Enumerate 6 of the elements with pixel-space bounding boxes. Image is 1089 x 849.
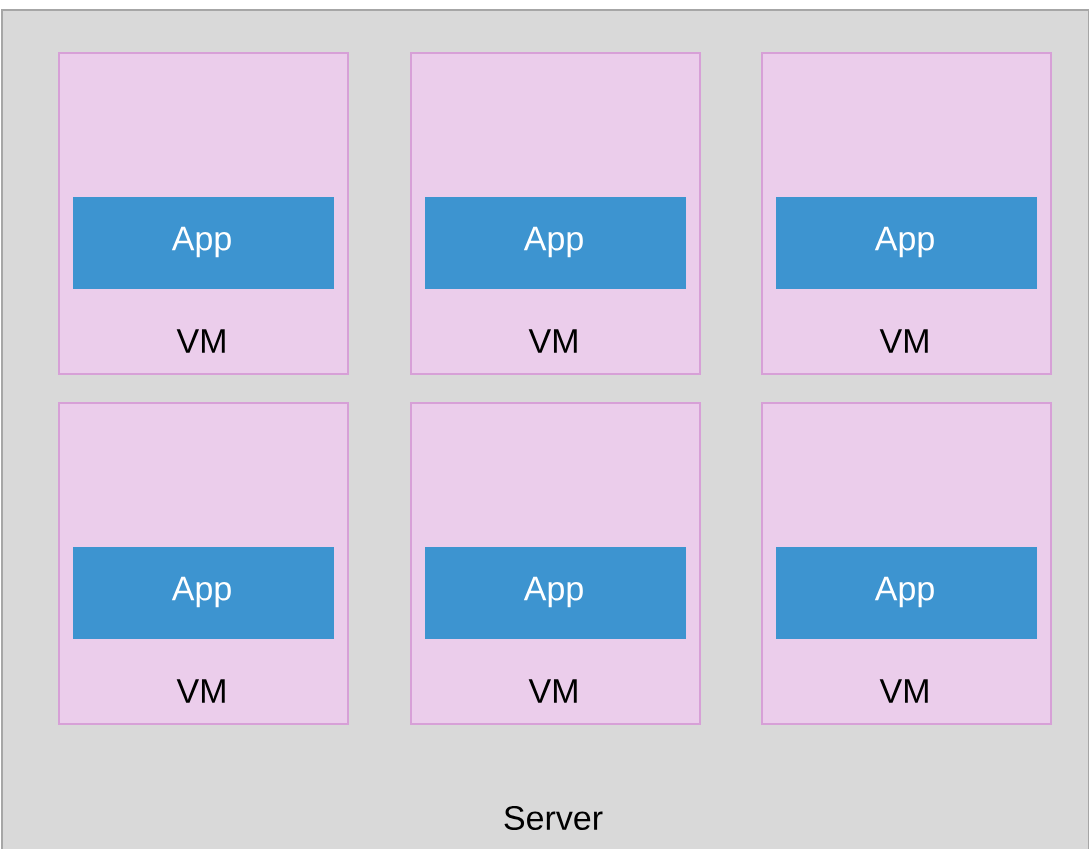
app-box: App: [776, 547, 1037, 639]
app-box: App: [776, 197, 1037, 289]
app-box: App: [425, 547, 686, 639]
app-box: App: [73, 197, 334, 289]
app-box: App: [425, 197, 686, 289]
app-box: App: [73, 547, 334, 639]
